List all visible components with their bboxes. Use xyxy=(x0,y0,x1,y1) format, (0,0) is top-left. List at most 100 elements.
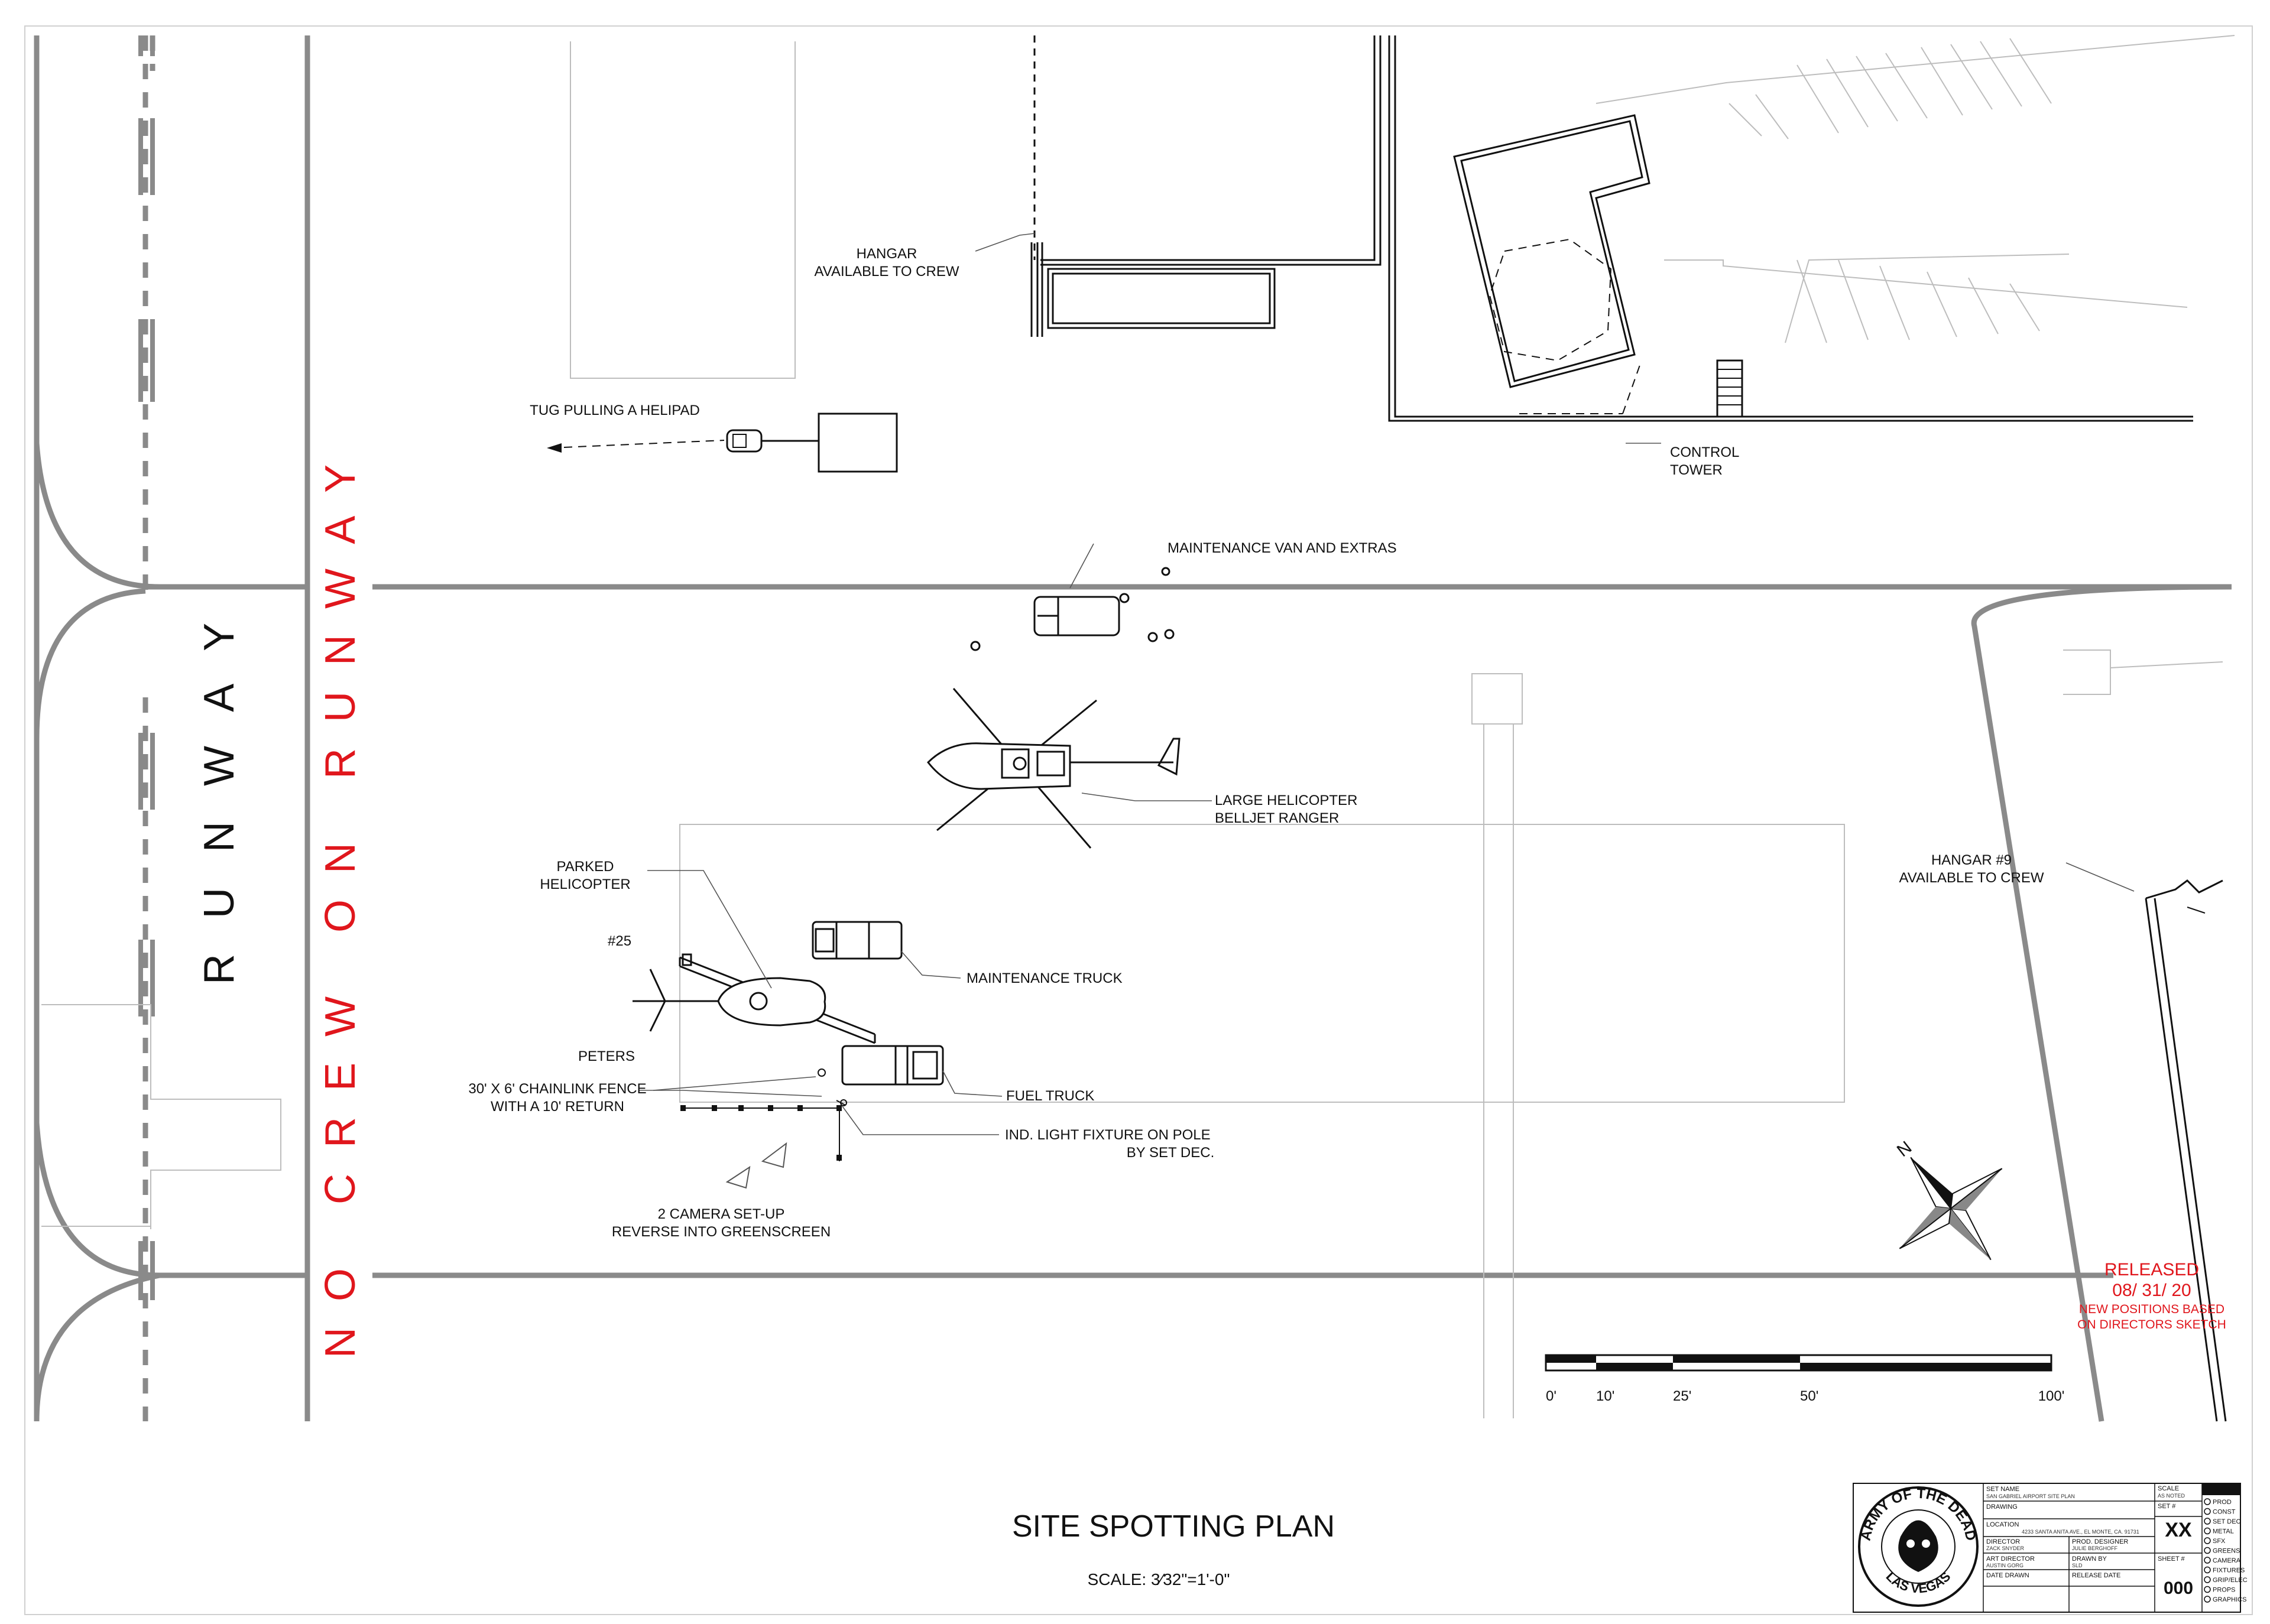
tb-set-name: SAN GABRIEL AIRPORT SITE PLAN xyxy=(1986,1493,2075,1499)
tb-art-director-label: ART DIRECTOR xyxy=(1986,1555,2035,1563)
light-fixture-on-pole xyxy=(836,1099,847,1106)
peters-marker xyxy=(818,1068,826,1077)
svg-text:BY SET DEC.: BY SET DEC. xyxy=(1127,1145,1215,1161)
tug-with-helipad xyxy=(547,413,898,473)
dept-checkbox xyxy=(2204,1576,2211,1583)
dept-label: GRIP/ELEC xyxy=(2213,1577,2248,1584)
chainlink-fence xyxy=(680,1105,842,1161)
svg-text:IND. LIGHT FIXTURE ON POLE: IND. LIGHT FIXTURE ON POLE xyxy=(1005,1127,1211,1143)
dept-checkbox xyxy=(2204,1586,2211,1593)
fuel-truck xyxy=(841,1045,944,1086)
tb-scale: AS NOTED xyxy=(2158,1493,2185,1499)
runway-label: RUNWAY xyxy=(196,587,243,985)
svg-text:LARGE HELICOPTER: LARGE HELICOPTER xyxy=(1215,792,1357,808)
fuel-truck-label: FUEL TRUCK xyxy=(1006,1088,1094,1104)
drawing-scale: SCALE: 3⁄32"=1'-0" xyxy=(1088,1570,1230,1589)
leader-lines xyxy=(638,233,2135,1135)
svg-text:ON DIRECTORS SKETCH: ON DIRECTORS SKETCH xyxy=(2077,1318,2226,1331)
tb-prod-designer-label: PROD. DESIGNER xyxy=(2072,1538,2128,1545)
parked-helicopter-label: PARKED HELICOPTER xyxy=(540,859,630,892)
dept-label: SET DEC xyxy=(2213,1518,2241,1525)
tb-drawn-by-label: DRAWN BY xyxy=(2072,1555,2107,1563)
svg-text:RELEASED: RELEASED xyxy=(2104,1260,2199,1279)
large-helicopter-label: LARGE HELICOPTER BELLJET RANGER xyxy=(1215,792,1357,826)
svg-text:NEW POSITIONS BASED: NEW POSITIONS BASED xyxy=(2079,1303,2224,1316)
peters-label: PETERS xyxy=(578,1048,635,1064)
svg-text:CONTROL: CONTROL xyxy=(1670,444,1739,460)
maintenance-van-label: MAINTENANCE VAN AND EXTRAS xyxy=(1168,540,1397,556)
dept-label: CAMERA xyxy=(2213,1557,2241,1564)
tb-drawing-label: DRAWING xyxy=(1986,1503,2018,1511)
scale-bar: 0' 10' 25' 50' 100' xyxy=(1545,1354,2065,1404)
compass-letter: N xyxy=(1893,1138,1915,1161)
control-tower-compound xyxy=(1388,35,2193,422)
tb-set-label: SET # xyxy=(2158,1503,2176,1510)
dept-label: CONST xyxy=(2213,1509,2236,1516)
scale-tick-50: 50' xyxy=(1800,1388,1818,1404)
tb-location: 4233 SANTA ANITA AVE., EL MONTE, CA. 917… xyxy=(2022,1529,2139,1535)
tb-location-label: LOCATION xyxy=(1986,1521,2019,1528)
no-crew-warning: NO CREW ON RUNWAY xyxy=(317,439,364,1358)
dept-label: SFX xyxy=(2213,1538,2226,1545)
tb-set-name-label: SET NAME xyxy=(1986,1486,2019,1493)
scale-tick-25: 25' xyxy=(1673,1388,1691,1404)
number-25-label: #25 xyxy=(608,933,631,949)
parked-helicopter xyxy=(633,953,876,1044)
maintenance-truck xyxy=(812,921,903,960)
svg-text:HELICOPTER: HELICOPTER xyxy=(540,876,630,892)
control-tower-label: CONTROL TOWER xyxy=(1670,444,1739,478)
scale-tick-0: 0' xyxy=(1546,1388,1556,1404)
drawing-title: SITE SPOTTING PLAN xyxy=(1012,1509,1335,1544)
dept-label: GREENS xyxy=(2213,1548,2240,1555)
tb-scale-label: SCALE xyxy=(2158,1485,2179,1492)
dept-checkbox xyxy=(2204,1547,2211,1554)
svg-text:30' X 6' CHAINLINK FENCE: 30' X 6' CHAINLINK FENCE xyxy=(468,1081,646,1097)
road-network xyxy=(34,35,2232,1422)
tb-release-date-label: RELEASE DATE xyxy=(2072,1572,2120,1579)
dept-checkbox xyxy=(2204,1518,2211,1525)
tug-label: TUG PULLING A HELIPAD xyxy=(530,402,700,418)
hangar-9-structure xyxy=(2145,879,2227,1422)
svg-text:PARKED: PARKED xyxy=(557,859,614,875)
tb-director-label: DIRECTOR xyxy=(1986,1538,2020,1545)
dept-checkbox xyxy=(2204,1498,2211,1505)
dept-label: GRAPHICS xyxy=(2213,1596,2246,1603)
dept-label: PROD xyxy=(2213,1499,2232,1506)
tb-director: ZACK SNYDER xyxy=(1986,1545,2025,1551)
tb-drawn-by: SLD xyxy=(2072,1563,2083,1568)
release-stamp: RELEASED 08/ 31/ 20 NEW POSITIONS BASED … xyxy=(2077,1260,2226,1331)
scale-tick-10: 10' xyxy=(1596,1388,1614,1404)
tb-sheet-number: 000 xyxy=(2164,1578,2193,1598)
fence-label: 30' X 6' CHAINLINK FENCE WITH A 10' RETU… xyxy=(468,1081,646,1115)
tb-prod-designer: JULIE BERGHOFF xyxy=(2072,1545,2118,1551)
dept-checkbox xyxy=(2204,1566,2211,1574)
camera-label: 2 CAMERA SET-UP REVERSE INTO GREENSCREEN xyxy=(612,1206,831,1240)
dept-label: PROPS xyxy=(2213,1587,2236,1594)
maintenance-van xyxy=(970,567,1175,651)
scale-tick-100: 100' xyxy=(2038,1388,2065,1404)
svg-text:08/ 31/ 20: 08/ 31/ 20 xyxy=(2112,1281,2191,1300)
svg-text:REVERSE INTO GREENSCREEN: REVERSE INTO GREENSCREEN xyxy=(612,1224,831,1240)
title-block: ARMY OF THE DEAD LAS VEGAS SET NAME SAN … xyxy=(1853,1483,2248,1613)
dept-checkbox xyxy=(2204,1596,2211,1603)
runway-center-marks xyxy=(138,35,155,1300)
hangar-building xyxy=(1030,35,1382,337)
svg-text:AVAILABLE TO CREW: AVAILABLE TO CREW xyxy=(1899,870,2044,886)
dept-checkbox xyxy=(2204,1537,2211,1544)
hangar-9-label: HANGAR #9 AVAILABLE TO CREW xyxy=(1899,852,2044,886)
dept-label: METAL xyxy=(2213,1528,2234,1535)
svg-text:WITH A 10' RETURN: WITH A 10' RETURN xyxy=(491,1099,624,1115)
svg-text:BELLJET RANGER: BELLJET RANGER xyxy=(1215,810,1339,826)
background-linework xyxy=(41,35,2235,1418)
north-arrow: N xyxy=(1893,1138,2003,1261)
svg-text:HANGAR: HANGAR xyxy=(857,246,917,262)
light-fixture-label: IND. LIGHT FIXTURE ON POLE BY SET DEC. xyxy=(1005,1127,1214,1161)
dept-checkbox xyxy=(2204,1508,2211,1515)
tb-set-number: XX xyxy=(2165,1519,2192,1541)
tb-art-director: AUSTIN GORG xyxy=(1986,1563,2023,1568)
svg-text:HANGAR #9: HANGAR #9 xyxy=(1931,852,2012,868)
large-helicopter xyxy=(927,688,1181,849)
dept-checkbox xyxy=(2204,1557,2211,1564)
